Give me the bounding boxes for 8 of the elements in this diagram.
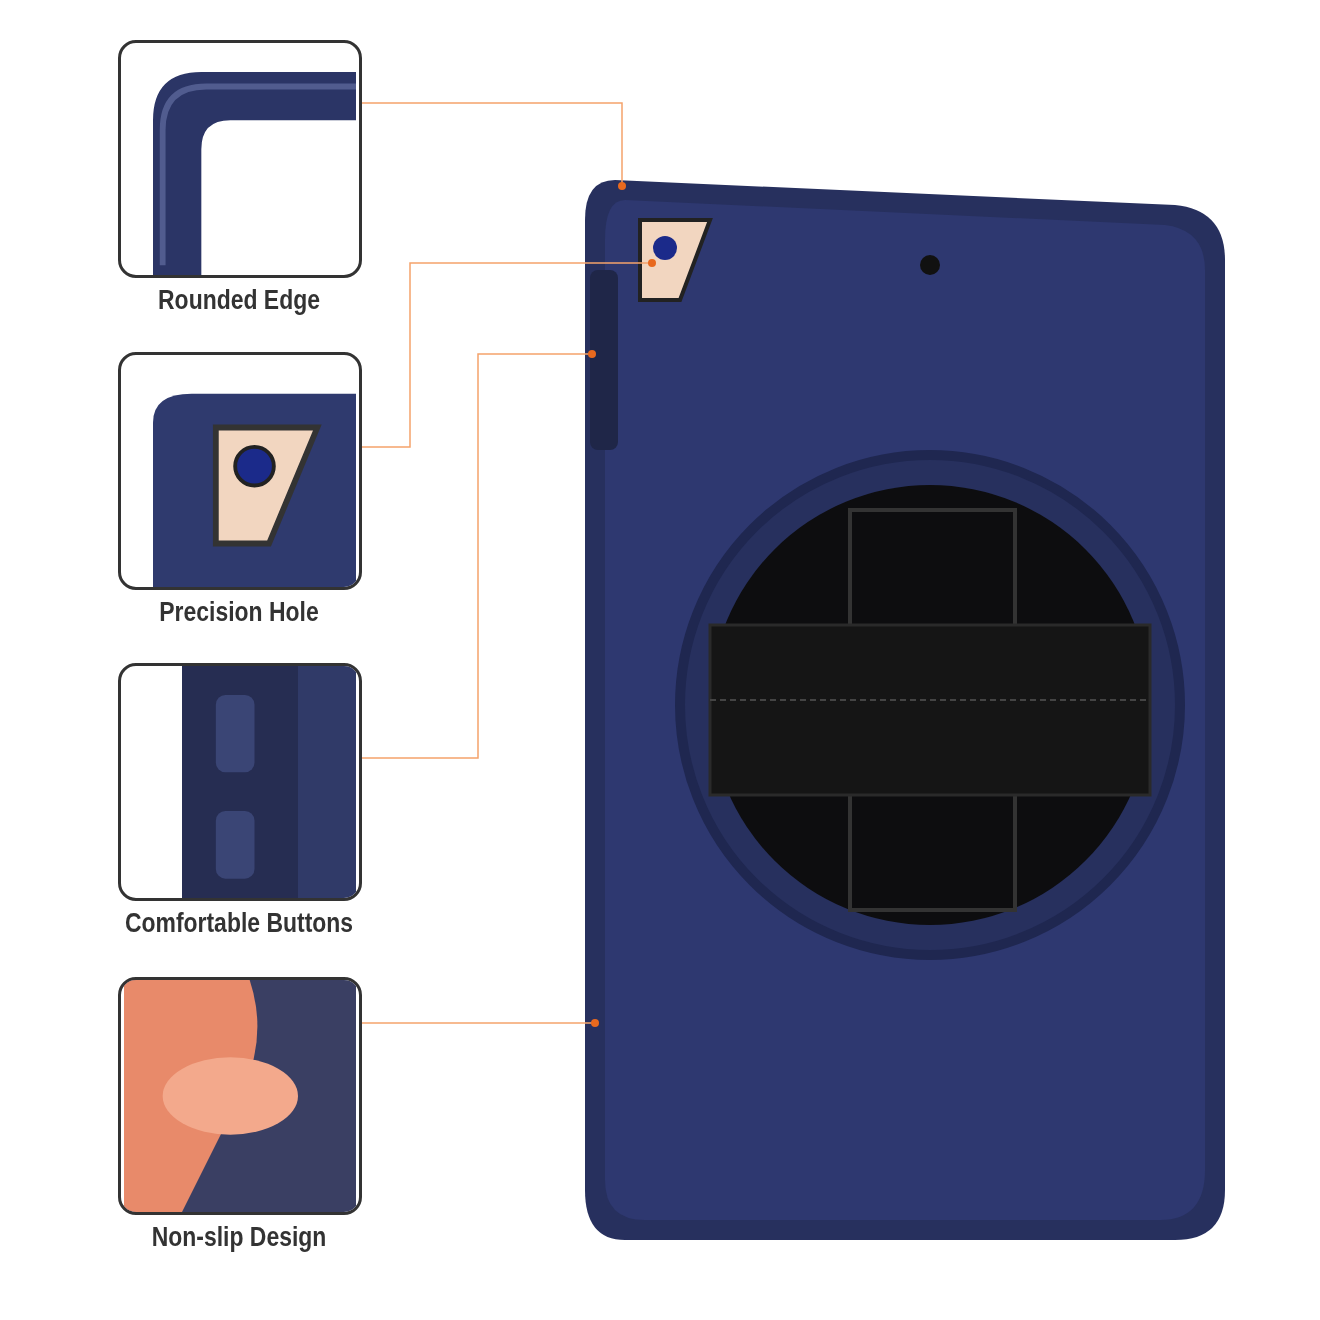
- leader-line: [361, 1019, 599, 1027]
- leader-line: [361, 102, 626, 190]
- leader-line: [361, 350, 596, 759]
- feature-caption: Comfortable Buttons: [123, 908, 355, 939]
- feature-caption: Non-slip Design: [150, 1222, 328, 1253]
- leader-line: [361, 259, 656, 448]
- feature-caption: Precision Hole: [158, 597, 320, 628]
- feature-caption: Rounded Edge: [157, 285, 321, 316]
